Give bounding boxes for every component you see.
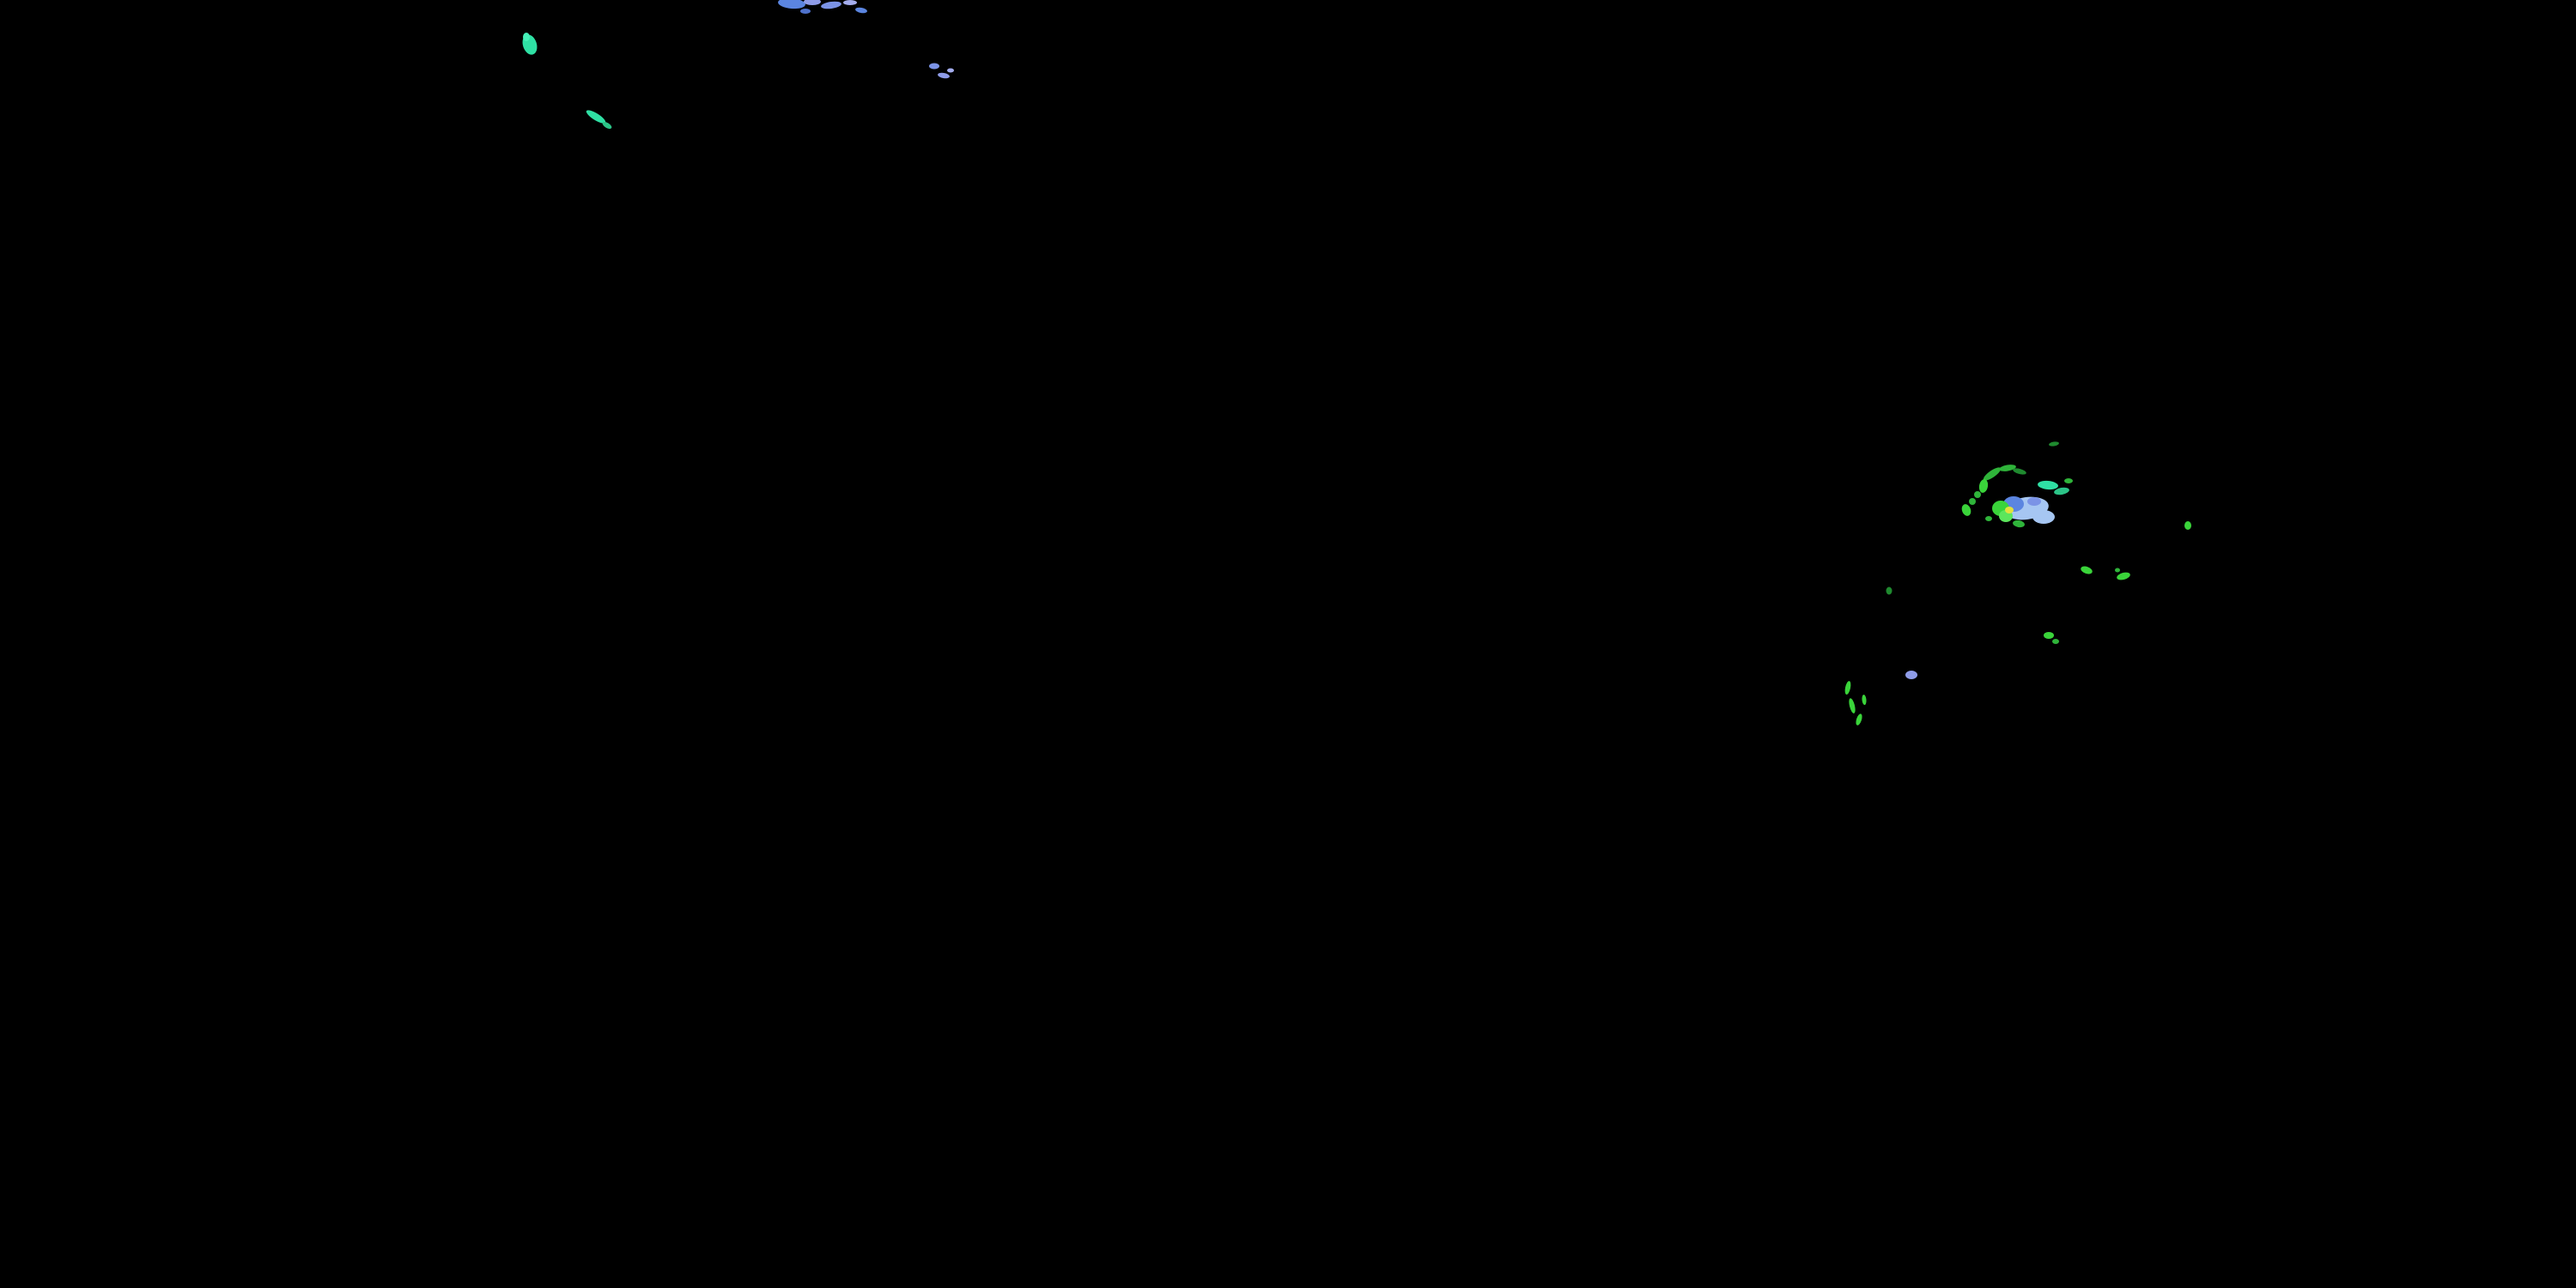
radar-cell	[1974, 491, 1981, 498]
radar-cell	[1849, 698, 1856, 714]
radar-cell	[1961, 504, 1971, 516]
radar-cell	[804, 0, 821, 5]
radar-cell	[586, 110, 606, 124]
radar-cell	[800, 9, 811, 14]
radar-cell	[2038, 480, 2058, 490]
radar-cell	[1862, 695, 1867, 705]
radar-cell	[855, 7, 867, 14]
radar-cell	[821, 1, 841, 9]
radar-cell	[1844, 681, 1851, 695]
radar-cell	[2013, 468, 2026, 475]
radar-cell	[1985, 516, 1992, 521]
radar-cell	[2032, 510, 2055, 524]
radar-cell	[2064, 478, 2073, 483]
radar-cell	[2044, 632, 2054, 639]
radar-cell	[2081, 566, 2093, 574]
radar-cell	[2115, 568, 2120, 573]
radar-cell	[947, 68, 954, 73]
radar-cell	[2184, 521, 2191, 530]
radar-cell	[778, 0, 805, 9]
radar-cell	[1999, 465, 2016, 471]
radar-cell	[2013, 519, 2025, 528]
radar-cell	[1856, 714, 1862, 726]
radar-cell	[2027, 497, 2041, 506]
radar-cell	[843, 0, 857, 5]
radar-cell	[1983, 467, 2002, 481]
radar-cell	[938, 72, 950, 79]
radar-cell	[1886, 586, 1893, 595]
radar-cell	[1978, 479, 1989, 493]
radar-cell	[2005, 507, 2014, 513]
radar-cell	[929, 63, 939, 70]
radar-cell	[2052, 639, 2059, 644]
radar-cell	[2049, 441, 2059, 447]
radar-cell	[1905, 671, 1917, 679]
radar-cell	[2117, 572, 2130, 580]
radar-cell	[1969, 498, 1976, 505]
radar-cell	[2054, 487, 2069, 495]
radar-cell	[523, 33, 530, 41]
radar-cell	[602, 121, 612, 130]
